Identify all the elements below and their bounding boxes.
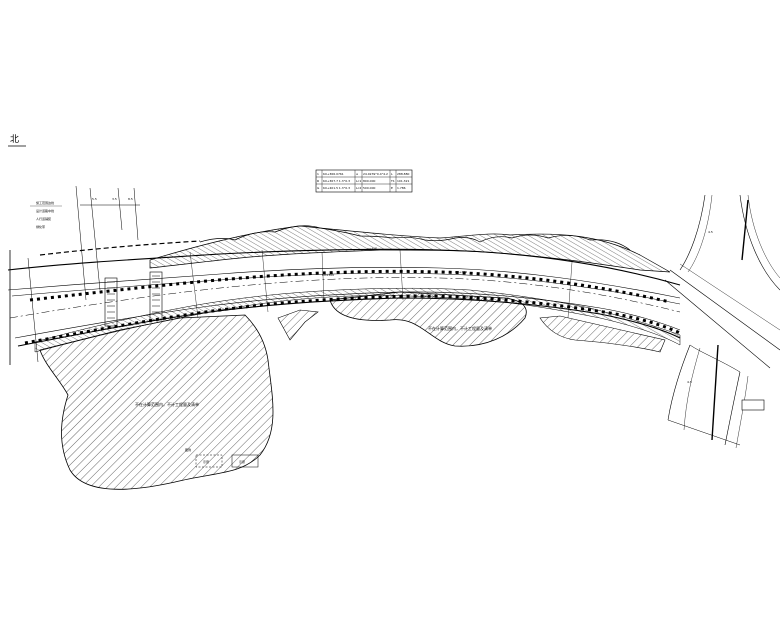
dim-label: 4.5 [687,380,692,384]
dim-label: 4.5 [708,230,713,234]
table-cell: K0+366.0761 [323,172,344,176]
left-boundary [9,185,140,365]
station-mid: K0+300 [322,273,334,277]
zone-label-right: 不在计算范围内，不计工程量及清单 [428,325,492,331]
bridge-blocks [104,271,163,327]
lower-slope-band [34,287,681,353]
table-cell: Lc2 [356,186,361,190]
table-cell: α [356,172,358,176]
dim-label: 5.5 [92,197,97,201]
dim-label: 8.5 [128,197,133,201]
section-lines [189,249,573,319]
station-labels: K0+300 K0+400 XX大道 [322,246,467,277]
table-cell: 800.000 [363,179,375,183]
annotation-line: 人行道铺装 [36,216,51,221]
road-name: XX大道 [367,246,377,251]
notch-zone [277,309,319,341]
table-cell: 1 [317,172,319,176]
north-mark: 北 [8,134,26,147]
table-cell: L [391,172,393,176]
curb-blocks [24,269,681,345]
table-cell: T1 [390,179,395,183]
right-label-box [741,399,765,411]
hatched-zone-left [39,314,274,490]
legend-box2: 示意 [239,459,245,464]
legend-caption: 图例 [185,447,191,452]
dimension-labels: 5.5 3.5 8.5 4.5 4.5 [92,197,713,384]
hatched-zone-right [329,291,527,347]
table-cell: E [391,186,393,190]
legend: 图例 示意 示意 [185,447,259,468]
table-cell: 1.786 [397,186,406,190]
north-mark-label: 北 [10,134,19,145]
annotation-line: 设计道路中线 [36,208,54,213]
table-cell: Lc1 [356,179,361,183]
table-cell: K0+367.7 1.3°0.3 [323,179,350,183]
curve-table: 1 K0+366.0761 α 24.0239°0.4°4.2 L 288.88… [315,169,413,193]
table-cell: G [317,186,320,190]
table-cell: 101.321 [397,179,409,183]
table-cell: K0+401.5 1.3°0.3 [323,186,350,190]
hatched-zone-small [539,315,666,353]
slope-top-edge [199,225,631,251]
table-cell: 288.880 [397,172,409,176]
station-right: K0+400 [455,270,467,274]
intersection-road [664,194,780,449]
table-cell: R [317,179,319,183]
table-cell: 24.0239°0.4°4.2 [363,172,388,176]
annotation-line: 绿化带 [36,224,45,229]
table-cell: 500.000 [363,186,375,190]
annotation-line: 施工范围边线 [36,200,54,205]
legend-box1: 示意 [203,459,209,464]
dim-label: 3.5 [112,197,117,201]
zone-label-left: 不在计算范围内，不计工程量及清单 [135,401,199,407]
left-annotation: 施工范围边线 设计道路中线 人行道铺装 绿化带 [30,200,62,229]
